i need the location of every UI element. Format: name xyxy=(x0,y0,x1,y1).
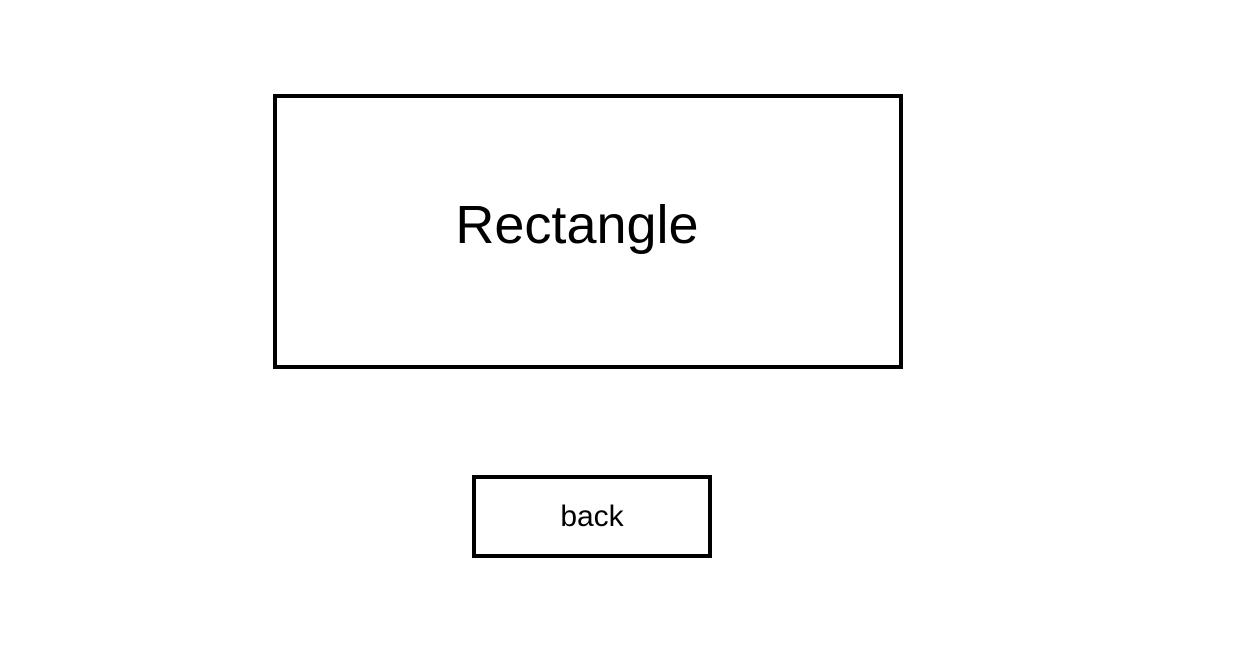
back-button-label: back xyxy=(560,499,624,533)
shape-label: Rectangle xyxy=(455,195,699,255)
rectangle-shape: Rectangle xyxy=(273,94,903,369)
back-button[interactable]: back xyxy=(472,475,712,558)
